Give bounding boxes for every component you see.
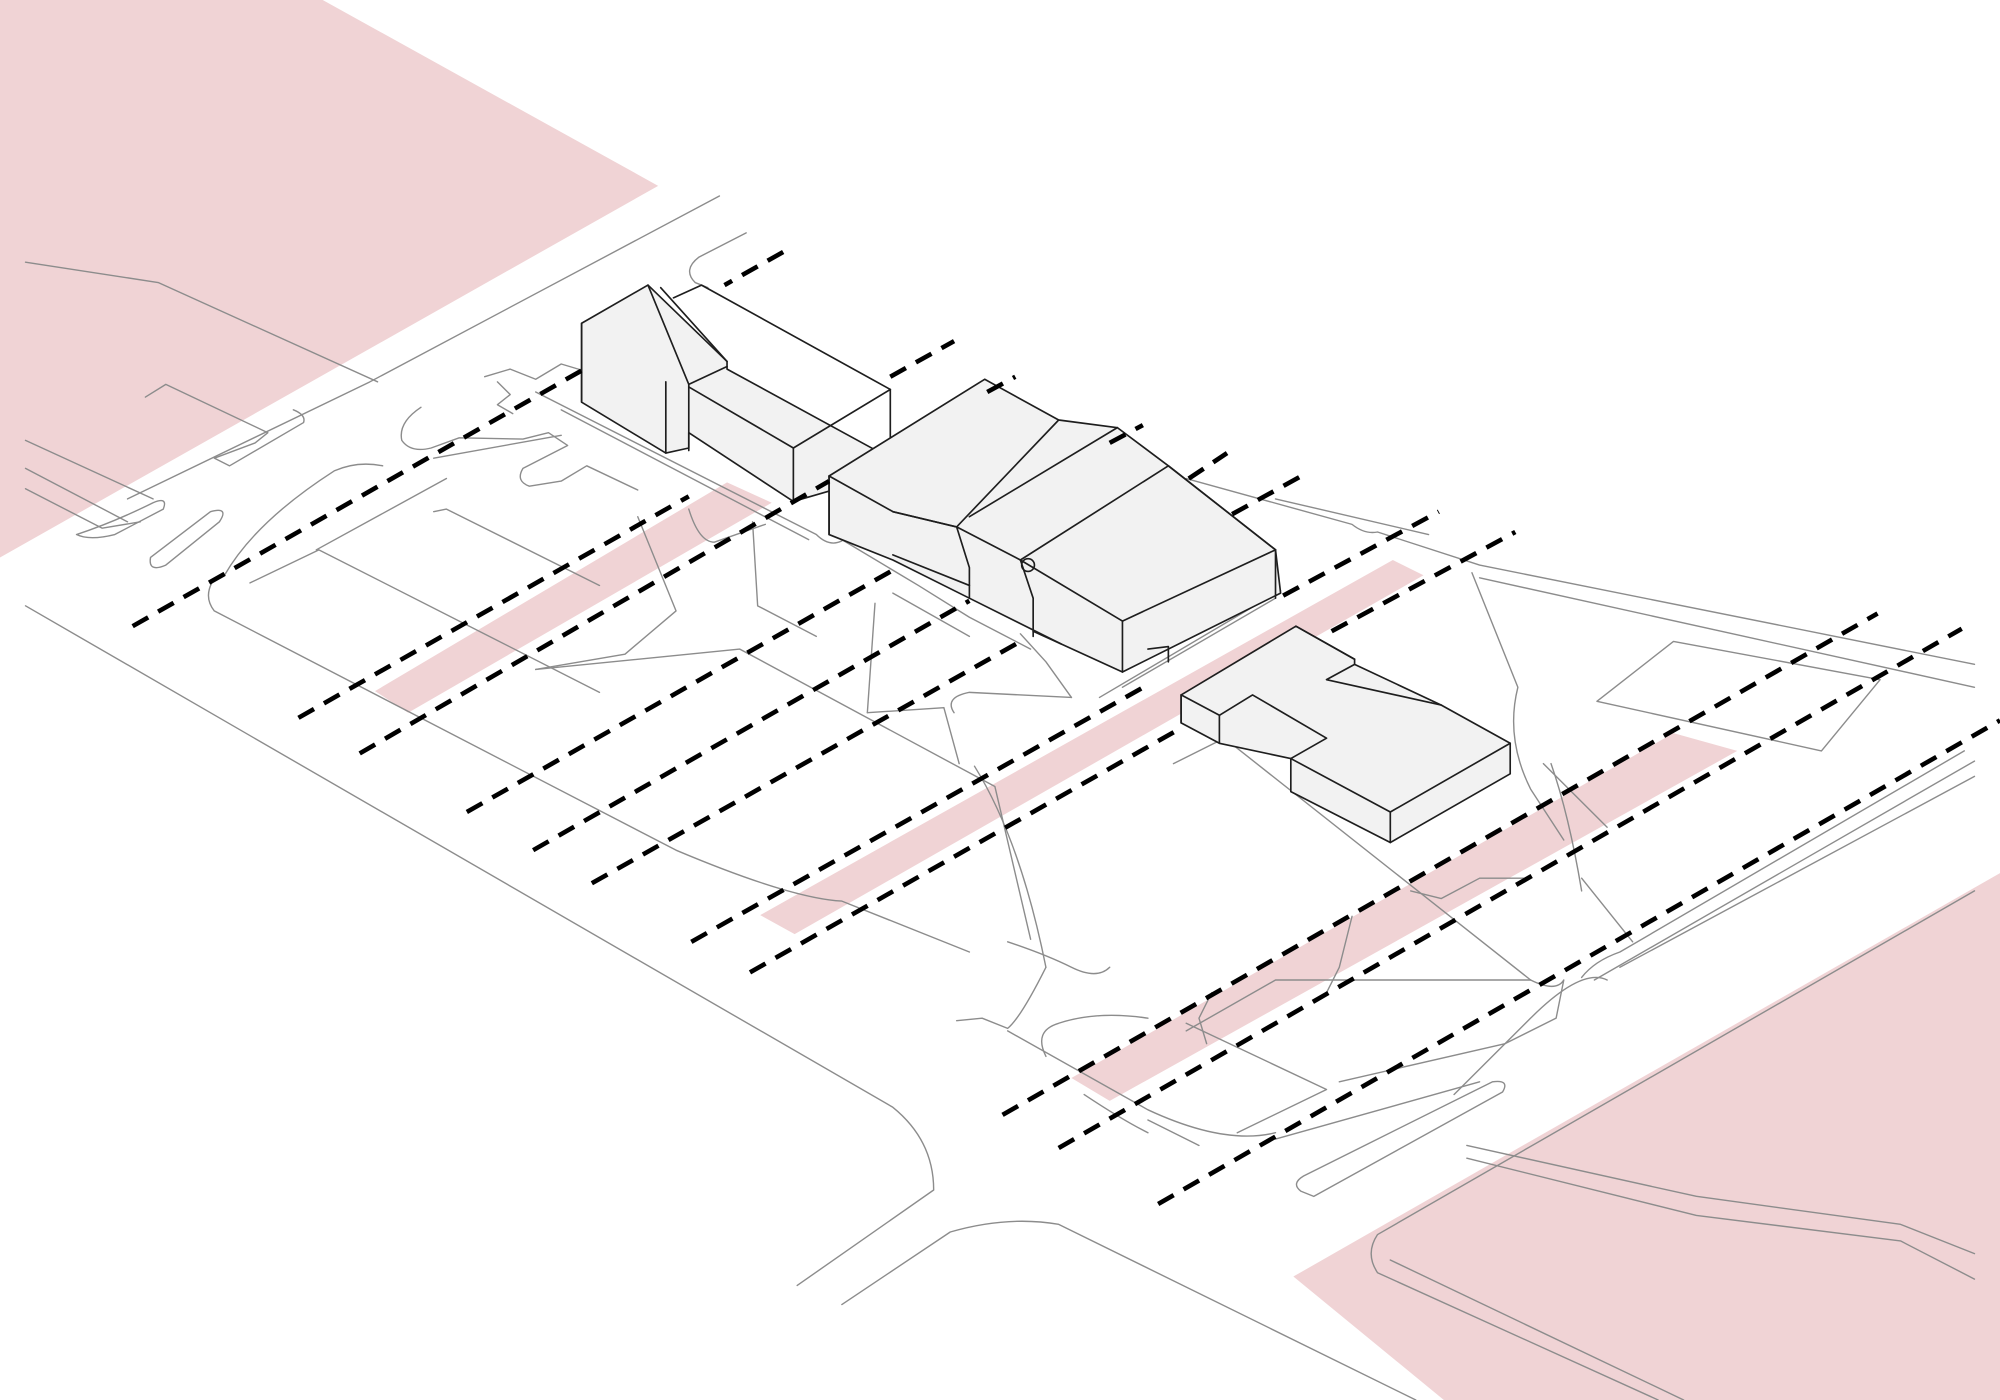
traffic-island [149, 509, 224, 569]
path-line [1295, 1080, 1506, 1198]
path-line [315, 477, 448, 551]
path-line [955, 966, 1047, 1030]
path-line [1338, 979, 1565, 1083]
building-2 [828, 378, 1282, 673]
traffic-island [75, 499, 166, 539]
axis-line [723, 250, 785, 288]
road-edge [1389, 1259, 1685, 1400]
plot-outline [1596, 640, 1881, 752]
path-line [1006, 1030, 1277, 1137]
axis-line [590, 639, 1022, 886]
axis-line [748, 726, 1183, 975]
path-line [535, 648, 1032, 940]
path-line [1147, 1119, 1200, 1147]
road-edge [24, 605, 935, 1287]
lane-line [144, 383, 305, 467]
site-boundary [483, 363, 588, 380]
highlight-strip-3 [1071, 733, 1738, 1101]
path-line [688, 508, 767, 543]
road-edge [841, 1220, 1417, 1400]
path-line [866, 706, 960, 765]
road-edge [689, 232, 747, 289]
road-edge [1619, 775, 1976, 968]
site-boundary [496, 381, 514, 415]
road-edge [1466, 1157, 1976, 1280]
axis-line [1187, 451, 1229, 481]
path-line [1185, 979, 1532, 1032]
path-line [1083, 1093, 1149, 1134]
axis-line [690, 682, 1150, 944]
site-boundary [1478, 577, 1976, 688]
path-line [841, 538, 1032, 650]
path-line [950, 691, 1073, 714]
site-boundary [1185, 477, 1976, 666]
road-edge [1593, 760, 1976, 981]
axis-line [1057, 626, 1963, 1150]
path-line [1006, 941, 1111, 975]
path-line [973, 765, 1047, 968]
road-edge [1370, 890, 1976, 1400]
road-edge [24, 261, 379, 383]
path-line [1550, 762, 1583, 892]
building-3 [1180, 625, 1512, 844]
path-line [1274, 1081, 1481, 1140]
path-line [1041, 1014, 1149, 1058]
axis-line [297, 494, 690, 720]
axis-line [1282, 509, 1440, 598]
axis-line [465, 568, 894, 814]
site-boundary [535, 391, 843, 544]
site-boundary [1274, 498, 1430, 536]
context-zone-southeast [1293, 873, 2000, 1400]
path-line [1325, 915, 1353, 994]
path-line [432, 508, 601, 587]
path-line [1471, 572, 1565, 841]
path-line [1121, 597, 1277, 688]
lane-line [24, 488, 142, 529]
path-line [1198, 992, 1213, 1045]
path-line [1019, 633, 1073, 699]
path-line [207, 582, 971, 953]
road-edge [1580, 750, 1965, 979]
path-line [751, 521, 818, 638]
path-line [1185, 1022, 1328, 1134]
path-line [1453, 976, 1608, 1096]
axis-line [1157, 718, 2000, 1206]
site-boundary [400, 406, 639, 491]
path-line [1410, 877, 1532, 900]
axis-line [986, 374, 1017, 395]
site-linework [24, 195, 1976, 1400]
highlight-strip-1 [375, 482, 772, 713]
road-edge [126, 195, 721, 500]
lane-line [24, 439, 154, 500]
axis-line [1330, 529, 1517, 634]
path-line [223, 463, 384, 576]
context-zone-northwest [0, 0, 659, 558]
axis-line [358, 479, 831, 756]
path-line [1580, 877, 1634, 943]
axis-line [532, 598, 971, 853]
path-line [535, 516, 677, 671]
axis-line [889, 339, 956, 379]
path-line [249, 549, 601, 694]
axis-lines [131, 250, 2000, 1206]
path-line [892, 592, 971, 638]
axis-line [1231, 471, 1308, 517]
site-boundary [432, 434, 562, 459]
axis-line [1108, 423, 1144, 445]
road-edge [1466, 1144, 1976, 1255]
lane-line [24, 467, 129, 523]
axis-line [1001, 611, 1879, 1117]
